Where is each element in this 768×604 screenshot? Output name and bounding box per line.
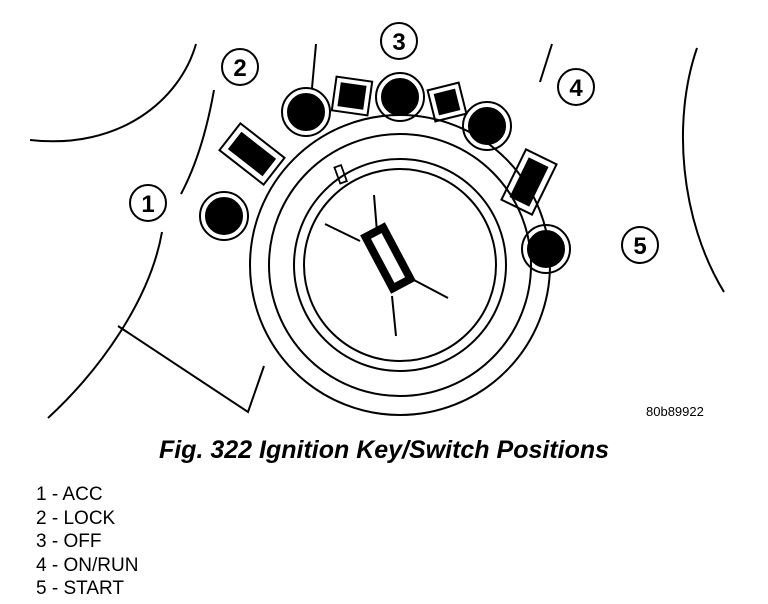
lamp-lock-icon — [281, 87, 331, 137]
legend-number: 5 — [36, 578, 47, 600]
legend-label: ON/RUN — [63, 554, 139, 576]
bracket-line — [117, 325, 265, 414]
callout-circle-1 — [129, 184, 167, 222]
legend-label: START — [63, 578, 124, 600]
legend-item: 3 - OFF — [36, 531, 102, 553]
callout-circle-3 — [380, 22, 418, 60]
cylinder-line — [411, 278, 449, 299]
legend-number: 2 — [36, 507, 47, 529]
key-slot-inner — [370, 233, 406, 283]
position-legend: 1 - ACC 2 - LOCK 3 - OFF 4 - ON/RUN 5 - … — [36, 483, 138, 601]
housing-contour-left-upper — [29, 43, 197, 143]
legend-label: LOCK — [63, 507, 116, 529]
figure-caption: Fig. 322 Ignition Key/Switch Positions — [158, 436, 610, 464]
lamp-acc-icon — [199, 191, 249, 241]
legend-label: OFF — [63, 531, 102, 553]
housing-contour-right — [681, 47, 725, 293]
cylinder-line — [391, 295, 397, 337]
contour-tick-top — [311, 43, 317, 89]
callout-label-5: 5 — [633, 233, 646, 260]
contour-tick-right — [539, 43, 553, 83]
cylinder-line — [373, 194, 378, 233]
callout-label-1: 1 — [141, 191, 154, 218]
indicator-window-left — [218, 121, 286, 187]
legend-label: ACC — [62, 484, 103, 505]
callout-circle-4 — [557, 68, 595, 106]
legend-item: 1 - ACC — [36, 484, 103, 505]
inner-ring — [293, 158, 507, 372]
lamp-off-icon — [375, 72, 425, 122]
legend-item: 4 - ON/RUN — [36, 554, 139, 576]
lamp-start-icon — [521, 224, 571, 274]
lamp-on-icon — [462, 101, 512, 151]
lock-cylinder — [303, 168, 497, 362]
legend-number: 1 — [36, 484, 47, 505]
ignition-switch-diagram: 1 2 3 4 5 — [29, 22, 725, 419]
position-pointer — [333, 163, 348, 185]
housing-contour-left-lower — [47, 231, 163, 419]
callout-label-3: 3 — [392, 29, 405, 56]
figure-id: 80b89922 — [646, 404, 704, 419]
callout-circle-5 — [621, 226, 659, 264]
legend-item: 5 - START — [36, 578, 124, 600]
callout-circle-2 — [221, 48, 259, 86]
indicator-window-top-right — [426, 81, 468, 123]
callout-label-2: 2 — [233, 55, 246, 82]
indicator-window-top-left — [330, 75, 374, 117]
legend-item: 2 - LOCK — [36, 507, 116, 529]
middle-ring — [268, 133, 532, 397]
housing-contour-left-mid — [180, 89, 215, 195]
callout-label-4: 4 — [569, 75, 583, 102]
indicator-window-right — [500, 148, 558, 216]
legend-number: 3 — [36, 531, 47, 553]
legend-number: 4 — [36, 554, 47, 576]
cylinder-line — [324, 223, 361, 242]
